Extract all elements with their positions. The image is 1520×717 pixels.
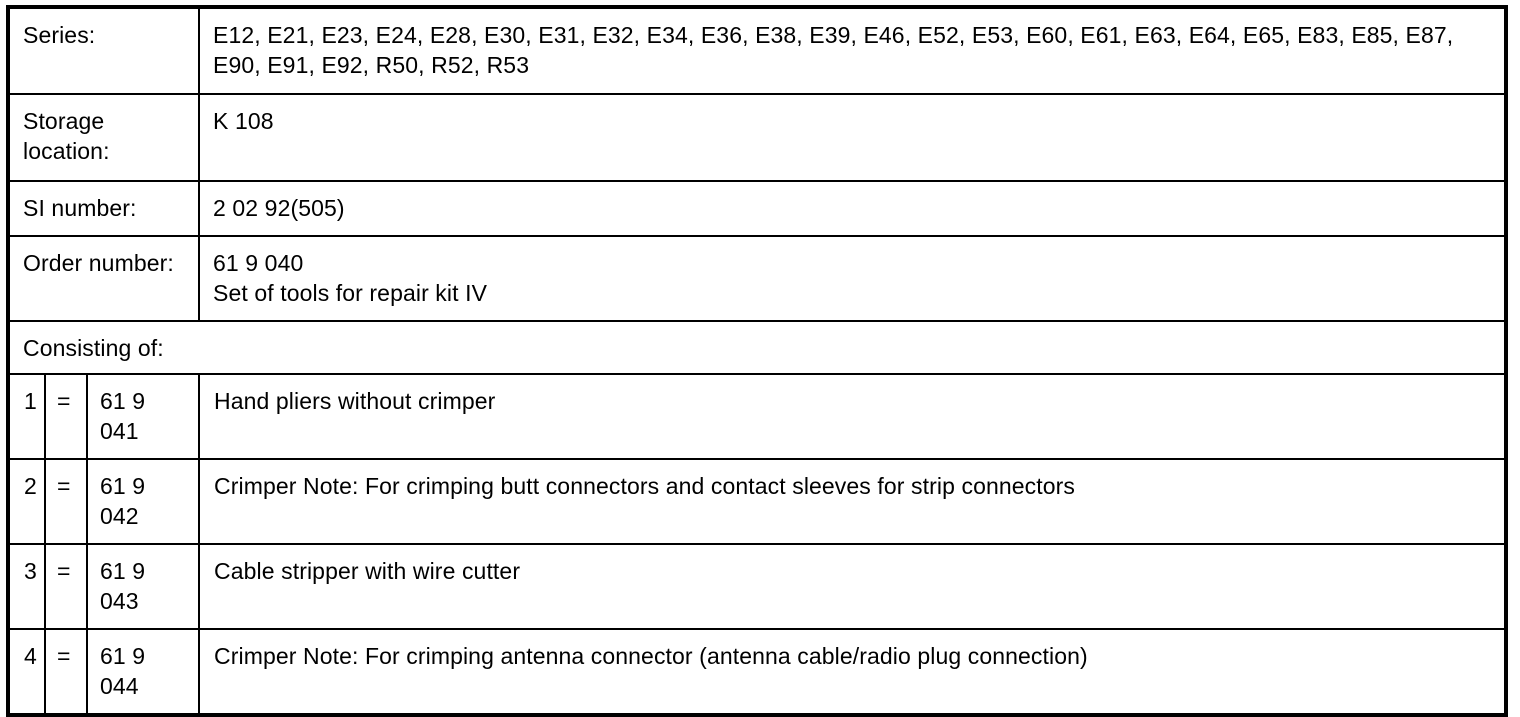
item-part-number: 61 9 043 [100, 558, 146, 614]
item-equals-sign: = [57, 558, 71, 584]
consisting-of-cell: Consisting of: [8, 320, 1506, 375]
row-value-order-number-cell: 61 9 040 Set of tools for repair kit IV [198, 235, 1506, 322]
table-row: 4 = 61 9 044 Crimper Note: For crimping … [8, 628, 1506, 715]
item-equals-cell: = [44, 543, 88, 630]
item-part-number: 61 9 044 [100, 643, 146, 699]
row-label-order-number: Order number: [23, 250, 174, 276]
item-part-number: 61 9 041 [100, 388, 146, 444]
item-part-number-cell: 61 9 044 [85, 628, 201, 715]
item-equals-sign: = [57, 643, 71, 669]
item-part-number: 61 9 042 [100, 473, 146, 529]
row-label-series-cell: Series: [8, 7, 201, 95]
tool-set-table: Series: E12, E21, E23, E24, E28, E30, E3… [6, 5, 1508, 717]
row-value-si-number: 2 02 92(505) [213, 195, 345, 221]
row-value-series: E12, E21, E23, E24, E28, E30, E31, E32, … [213, 22, 1454, 78]
item-part-number-cell: 61 9 041 [85, 373, 201, 460]
item-index-cell: 4 [8, 628, 46, 715]
row-value-order-number: 61 9 040 Set of tools for repair kit IV [213, 250, 488, 306]
item-description: Cable stripper with wire cutter [214, 558, 521, 584]
item-equals-cell: = [44, 373, 88, 460]
item-part-number-cell: 61 9 043 [85, 543, 201, 630]
row-label-order-number-cell: Order number: [8, 235, 201, 322]
row-label-storage-location-cell: Storage location: [8, 93, 201, 182]
consisting-of-label: Consisting of: [23, 335, 164, 361]
row-label-si-number-cell: SI number: [8, 180, 201, 237]
table-row: 2 = 61 9 042 Crimper Note: For crimping … [8, 458, 1506, 545]
item-equals-cell: = [44, 628, 88, 715]
row-value-storage-location: K 108 [213, 108, 274, 134]
item-index-cell: 1 [8, 373, 46, 460]
item-description-cell: Hand pliers without crimper [198, 373, 1506, 460]
item-index-cell: 2 [8, 458, 46, 545]
row-value-si-number-cell: 2 02 92(505) [198, 180, 1506, 237]
item-description: Hand pliers without crimper [214, 388, 496, 414]
item-description: Crimper Note: For crimping antenna conne… [214, 643, 1088, 669]
table-row-consisting-of: Consisting of: [8, 320, 1506, 375]
row-label-storage-location: Storage location: [23, 108, 110, 164]
table-row: 1 = 61 9 041 Hand pliers without crimper [8, 373, 1506, 460]
table-row-storage-location: Storage location: K 108 [8, 93, 1506, 182]
row-label-series: Series: [23, 22, 96, 48]
item-index: 2 [24, 473, 37, 499]
row-value-storage-location-cell: K 108 [198, 93, 1506, 182]
table-row-si-number: SI number: 2 02 92(505) [8, 180, 1506, 237]
item-index: 3 [24, 558, 37, 584]
item-part-number-cell: 61 9 042 [85, 458, 201, 545]
row-label-si-number: SI number: [23, 195, 137, 221]
item-index: 4 [24, 643, 37, 669]
table-row: 3 = 61 9 043 Cable stripper with wire cu… [8, 543, 1506, 630]
item-description-cell: Crimper Note: For crimping butt connecto… [198, 458, 1506, 545]
item-description: Crimper Note: For crimping butt connecto… [214, 473, 1075, 499]
row-value-series-cell: E12, E21, E23, E24, E28, E30, E31, E32, … [198, 7, 1506, 95]
table-row-order-number: Order number: 61 9 040 Set of tools for … [8, 235, 1506, 322]
item-equals-sign: = [57, 473, 71, 499]
item-index-cell: 3 [8, 543, 46, 630]
item-index: 1 [24, 388, 37, 414]
item-equals-cell: = [44, 458, 88, 545]
table-row-series: Series: E12, E21, E23, E24, E28, E30, E3… [8, 7, 1506, 95]
item-equals-sign: = [57, 388, 71, 414]
item-description-cell: Crimper Note: For crimping antenna conne… [198, 628, 1506, 715]
item-description-cell: Cable stripper with wire cutter [198, 543, 1506, 630]
